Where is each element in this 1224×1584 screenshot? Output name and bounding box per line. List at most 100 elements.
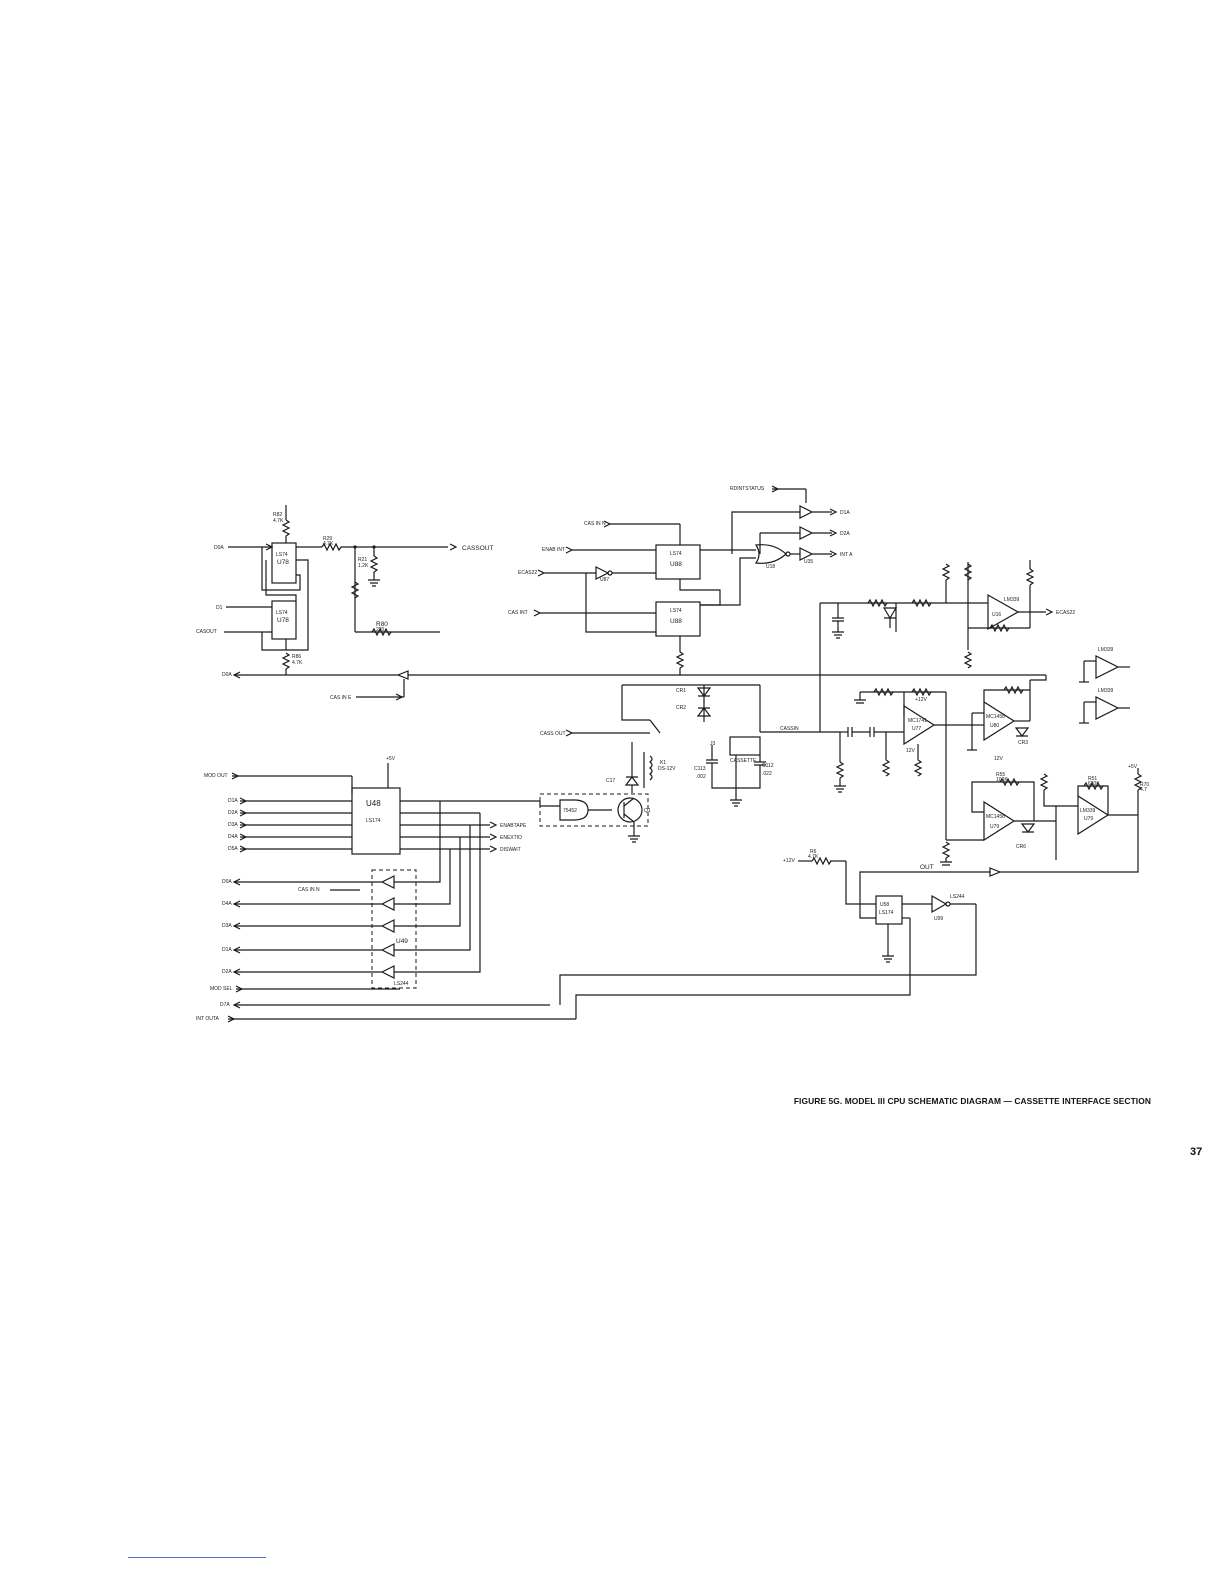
r70-label: R70: [1140, 782, 1149, 788]
mod-out-label: MOD OUT: [204, 773, 228, 779]
u87-label: U87: [600, 577, 609, 583]
u16b-type: LM339: [1098, 647, 1114, 653]
ecas22-input-label: ECAS22: [518, 570, 537, 576]
cas-in-n-label: CAS IN N: [584, 521, 606, 527]
u58-ref: U58: [880, 902, 889, 908]
u16-section: U16 LM339 ECAS22 LM339 LM339: [819, 560, 1130, 732]
plus5-label-b: +5V: [1128, 764, 1138, 770]
r6-label: R6: [810, 849, 817, 855]
u88b-type: LS74: [670, 608, 682, 614]
cassout-output-label: CASSOUT: [462, 545, 493, 552]
cr3-label: CR3: [1018, 740, 1028, 746]
d2a-in-label: D2A: [228, 810, 238, 816]
d2a-output-label: D2A: [840, 531, 850, 537]
minus12-label-a: 12V: [906, 748, 916, 754]
u79-comparator-ref: U79: [1084, 816, 1093, 822]
page-number: 37: [1190, 1146, 1203, 1158]
int-outa-label: INT OUTA: [196, 1016, 220, 1022]
r51-value: 620K: [1088, 781, 1100, 787]
d2a-bus-label: D2A: [222, 969, 232, 975]
u49-type: LS244: [394, 981, 409, 987]
u88b-chip: [655, 601, 701, 637]
u78a-ref: U78: [277, 559, 289, 566]
relay-label: K1: [660, 760, 666, 766]
d4a-bus-label: D4A: [222, 901, 232, 907]
u79-comparator: [1077, 794, 1110, 836]
u79-opamp: [983, 800, 1016, 842]
u99-ref: U99: [934, 916, 943, 922]
r80-value: 220: [376, 627, 385, 633]
int-a-output-label: INT A: [840, 552, 853, 558]
u58-chip: [875, 895, 903, 925]
d3a-bus-label: D3A: [222, 923, 232, 929]
plus12-label-b: +12V: [783, 858, 795, 864]
figure-caption: FIGURE 5G. MODEL III CPU SCHEMATIC DIAGR…: [793, 1096, 1151, 1106]
minus12-label-b: 12V: [994, 756, 1004, 762]
u88a-ref: U88: [670, 561, 682, 568]
footer-rule: [128, 1557, 266, 1558]
r86-label: R86: [292, 654, 301, 660]
d5a-in-label: D5A: [228, 846, 238, 852]
relay-type: DS-12V: [658, 766, 676, 772]
d1a-in-label: D1A: [228, 798, 238, 804]
r29-label: R29: [323, 536, 332, 542]
u49-buffers: [380, 875, 395, 979]
r29-value: 4.7K: [323, 541, 334, 547]
r55-label: R55: [996, 772, 1005, 778]
u79-ref: U79: [990, 824, 999, 830]
u48-section: +5V U48 LS174 MOD OUT D1A D2A D3A D4A D5…: [196, 756, 576, 1023]
plus12-label-a: +12V: [915, 697, 927, 703]
d1-input-label: D1: [216, 605, 223, 611]
u88a-type: LS74: [670, 551, 682, 557]
d3a-in-label: D3A: [228, 822, 238, 828]
u77-opamp: [903, 704, 936, 746]
u77-ref: U77: [912, 726, 921, 732]
d1a-output-label: D1A: [840, 510, 850, 516]
d1a-bus-label: D1A: [222, 947, 232, 953]
cassette-section: CR1 CR2 CASS OUT CASSETTE J3 CASSIN C113…: [539, 684, 840, 843]
cass-out-label: CASS OUT: [540, 731, 566, 737]
u58-type: LS174: [879, 910, 894, 916]
u78-section: R82 4.7K LS74 U78 LS74 U78 D0A D1 CASOUT…: [196, 505, 1046, 701]
u48-ref: U48: [366, 799, 381, 808]
mod-sel-label: MOD SEL: [210, 986, 233, 992]
u78a-chip: [271, 542, 297, 584]
r6-value: 4.7K: [808, 854, 819, 860]
r21-label: R21: [358, 557, 367, 563]
cass-in-label: CASSIN: [780, 726, 799, 732]
q1-label: Q1: [644, 808, 651, 814]
d0a-return-label: D0A: [222, 672, 232, 678]
u48-chip: [351, 787, 401, 855]
u78a-type: LS74: [276, 552, 288, 558]
cas-in-e-label: CAS IN E: [330, 695, 352, 701]
out-label: OUT: [920, 864, 934, 871]
u99-type: LS244: [950, 894, 965, 900]
u16-opamp: [987, 593, 1020, 631]
u88-section: CAS IN N ENAB INT ECAS22 U87 LS74 U88 LS…: [508, 485, 853, 675]
u80-opamp: [983, 700, 1016, 742]
rd-int-status-label: RDINTSTATUS: [730, 486, 765, 492]
cr2-label: CR2: [676, 705, 686, 711]
u79-type: MC1458: [986, 814, 1005, 820]
u79-comparator-type: LM339: [1080, 808, 1096, 814]
cas-interrupt-label: CAS INT: [508, 610, 528, 616]
u88a-chip: [655, 544, 701, 580]
r51-label: R51: [1088, 776, 1097, 782]
u80-ref: U80: [990, 723, 999, 729]
c17-label: C17: [606, 778, 615, 784]
enable-int-label: ENAB INT: [542, 547, 565, 553]
dis-wait-label: DISWAIT: [500, 847, 521, 853]
plus5-label-a: +5V: [386, 756, 396, 762]
u77-type: MC1741: [908, 718, 927, 724]
r55-value: 100K: [996, 777, 1008, 783]
j3-label: J3: [710, 741, 716, 747]
u35-label: U35: [804, 559, 813, 565]
u49-box: [371, 869, 417, 989]
u78b-ref: U78: [277, 617, 289, 624]
c112-label: C112: [762, 763, 774, 769]
r21-value: 1.2K: [358, 563, 369, 569]
enab-ext-io-label: ENEXTIO: [500, 835, 522, 841]
u48-type: LS174: [366, 818, 381, 824]
u49-ref: U49: [396, 938, 408, 945]
